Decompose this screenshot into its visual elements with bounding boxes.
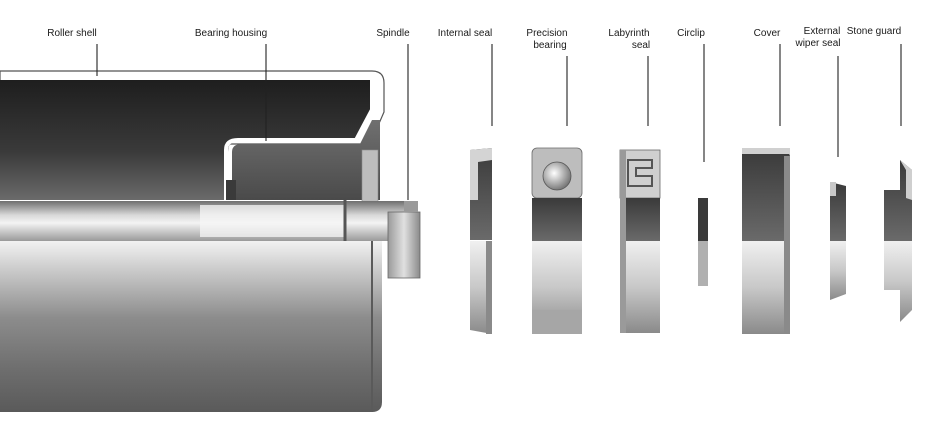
- stone-guard-part: [884, 160, 912, 322]
- leader-lines: [96, 44, 902, 200]
- bearing-housing: [232, 120, 380, 200]
- labyrinth-pattern: [627, 159, 653, 187]
- wiper-bottom: [830, 241, 846, 300]
- bearing-top-body: [532, 198, 582, 241]
- internal-seal-lip: [470, 148, 492, 200]
- roller-shell-bottom: [0, 241, 382, 412]
- internal-seal-part: [470, 148, 492, 334]
- stone-guard-rim: [900, 160, 912, 200]
- cover-top: [742, 150, 790, 241]
- stone-guard-top: [884, 160, 912, 241]
- label-precision-bearing-line1: Precision: [526, 28, 567, 39]
- stone-guard-bottom: [884, 241, 912, 322]
- precision-bearing-part: [531, 147, 583, 334]
- label-stone-guard: Stone guard: [847, 26, 902, 37]
- label-internal-seal: Internal seal: [438, 28, 492, 39]
- circlip-bottom: [698, 241, 708, 286]
- label-bearing-housing: Bearing housing: [195, 28, 267, 39]
- bearing-housing-edge: [224, 104, 380, 200]
- spindle-highlight: [200, 205, 346, 237]
- labyrinth-flange: [620, 150, 626, 333]
- cover-top-rim: [742, 148, 790, 154]
- labels: Roller shell Bearing housing Spindle Int…: [47, 26, 901, 51]
- cover-side: [784, 156, 790, 334]
- spindle-end-tip: [404, 201, 418, 211]
- circlip-top: [698, 198, 708, 241]
- external-wiper-seal-part: [830, 182, 846, 300]
- label-labyrinth-seal-line1: Labyrinth: [608, 28, 649, 39]
- label-external-wiper-seal-line1: External: [804, 26, 841, 37]
- label-circlip: Circlip: [677, 28, 705, 39]
- label-precision-bearing-line2: bearing: [533, 40, 566, 51]
- spindle-end: [387, 211, 421, 279]
- label-labyrinth-seal-line2: seal: [632, 40, 650, 51]
- bearing-ball: [542, 161, 572, 191]
- wiper-top: [830, 182, 846, 241]
- label-external-wiper-seal-line2: wiper seal: [794, 38, 840, 49]
- label-spindle: Spindle: [376, 28, 410, 39]
- labyrinth-top-block: [619, 149, 661, 199]
- housing-ring: [361, 149, 379, 203]
- circlip-part: [698, 198, 708, 286]
- roller-shell-top: [0, 80, 370, 200]
- labyrinth-seal-part: [619, 149, 661, 333]
- label-cover: Cover: [754, 28, 781, 39]
- label-roller-shell: Roller shell: [47, 28, 96, 39]
- internal-seal-rim: [486, 241, 492, 334]
- cover-bottom: [742, 241, 790, 334]
- housing-small-block: [226, 180, 236, 200]
- bearing-bottom-rim: [532, 310, 582, 334]
- roller-assembly: [0, 70, 421, 412]
- cover-part: [742, 148, 790, 334]
- labyrinth-top-body: [620, 198, 660, 241]
- labyrinth-bottom-body: [620, 241, 660, 333]
- wiper-lip: [830, 182, 836, 196]
